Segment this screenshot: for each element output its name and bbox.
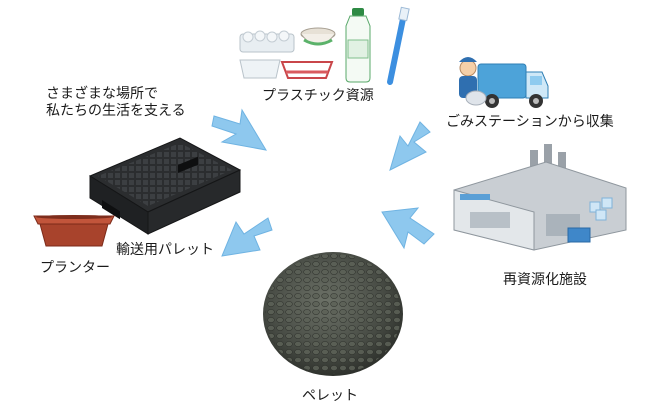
pallet-illustration: [88, 137, 242, 235]
node-collection: ごみステーションから収集: [446, 114, 614, 130]
node-recycling-facility: 再資源化施設: [503, 272, 587, 288]
garbage-truck-illustration: [459, 57, 549, 108]
arrow-pellet-to-pallet: [221, 217, 273, 257]
caption-text: さまざまな場所で 私たちの生活を支える: [46, 86, 186, 119]
worker-icon: [459, 59, 477, 77]
bottle-icon: [345, 8, 371, 83]
clear-container-icon: [239, 59, 281, 79]
planter-illustration: [33, 215, 115, 247]
plastic-items-illustration: [239, 6, 410, 85]
node-pallet: 輸送用パレット: [116, 242, 214, 258]
arrow-planter-to-plastic: [211, 108, 267, 151]
egg-carton-icon: [239, 30, 295, 53]
arrow-facility-to-pellet: [381, 207, 435, 250]
food-tray-icon: [280, 61, 334, 79]
node-planter: プランター: [40, 260, 110, 276]
node-pellet: ペレット: [302, 388, 358, 404]
recycling-facility-illustration: [453, 144, 627, 251]
toothbrush-icon: [387, 6, 410, 85]
bowl-icon: [300, 27, 336, 46]
node-plastic-resources: プラスチック資源: [262, 88, 374, 104]
pellet-pile-illustration: [263, 252, 403, 376]
arrow-plastic-to-collection: [389, 121, 431, 171]
